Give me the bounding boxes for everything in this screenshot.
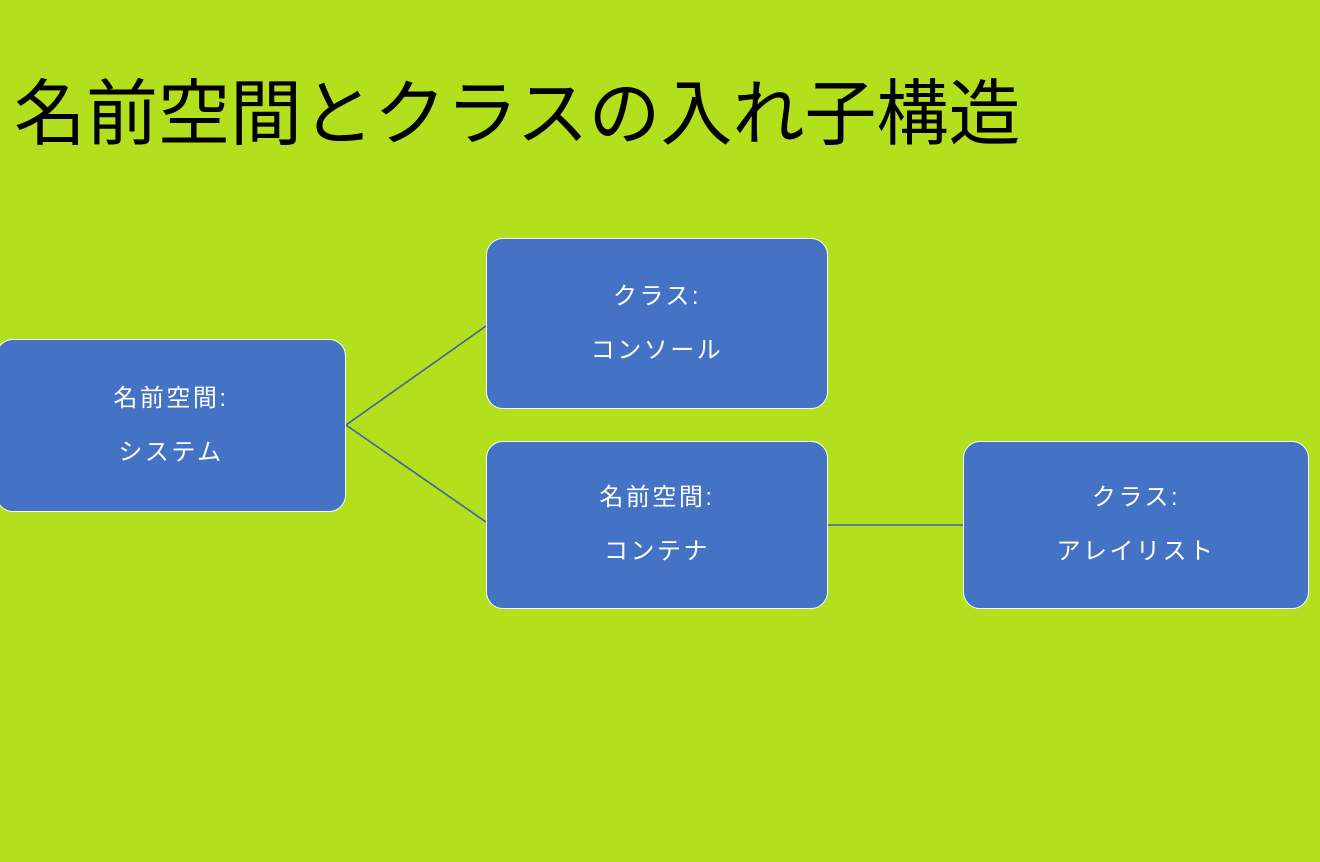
node-name-label: システム	[118, 438, 224, 466]
node-kind-label: クラス:	[1091, 484, 1181, 511]
node-namespace-system[interactable]: 名前空間: システム	[0, 339, 346, 512]
node-name-label: コンテナ	[604, 538, 710, 565]
node-kind-label: 名前空間:	[599, 484, 715, 511]
node-namespace-container[interactable]: 名前空間: コンテナ	[486, 441, 828, 609]
connector-system-to-container	[345, 424, 487, 523]
node-name-label: コンソール	[590, 336, 724, 364]
page-title: 名前空間とクラスの入れ子構造	[14, 75, 1021, 156]
node-kind-label: クラス:	[612, 282, 702, 310]
node-kind-label: 名前空間:	[113, 384, 229, 412]
node-class-console[interactable]: クラス: コンソール	[486, 238, 828, 409]
node-name-label: アレイリスト	[1056, 538, 1216, 565]
node-class-arraylist[interactable]: クラス: アレイリスト	[963, 441, 1309, 609]
connector-system-to-console	[345, 325, 487, 426]
